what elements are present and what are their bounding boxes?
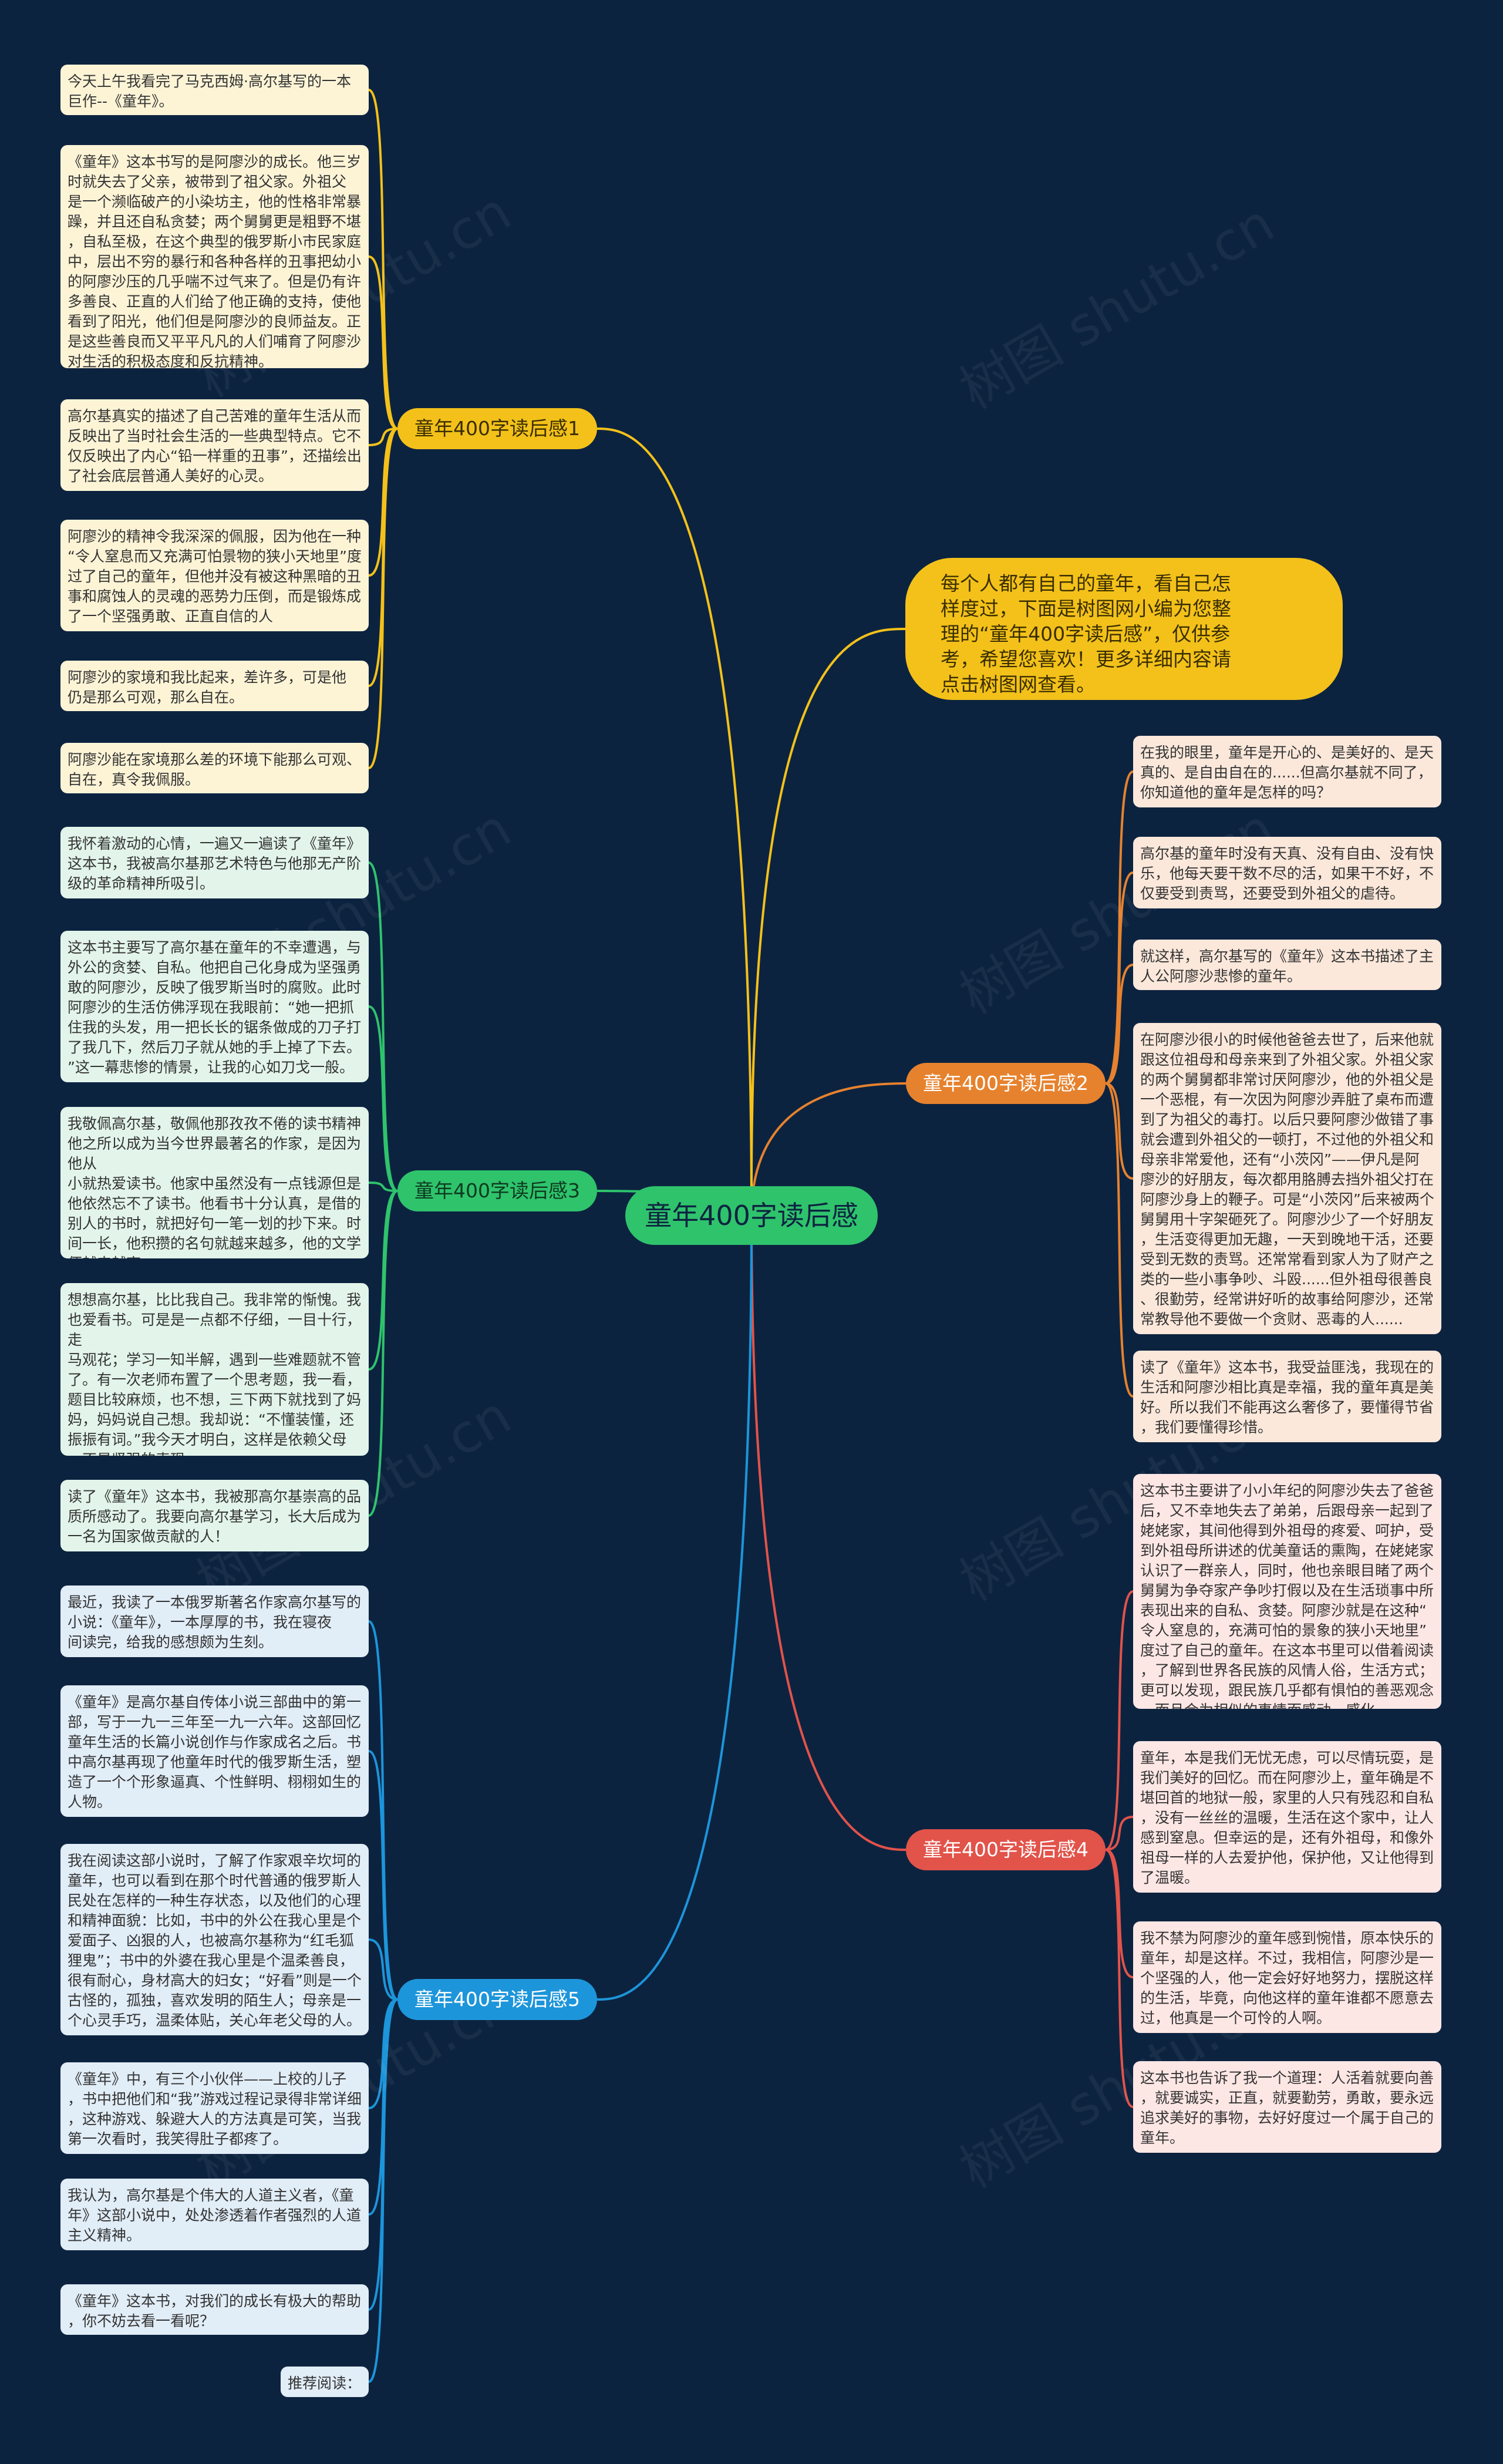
- note-connector: [368, 1190, 398, 1517]
- branch-5-note[interactable]: 我在阅读这部小说时，了解了作家艰辛坎坷的 童年，也可以看到在那个时代普通的俄罗斯…: [60, 1844, 369, 2035]
- branch-5-note[interactable]: 《童年》是高尔基自传体小说三部曲中的第一 部，写于一九一三年至一九一六年。这部回…: [60, 1685, 369, 1817]
- note-connector: [368, 428, 398, 769]
- branch-3-note[interactable]: 这本书主要写了高尔基在童年的不幸遭遇，与 外公的贪婪、自私。他把自己化身成为坚强…: [60, 931, 369, 1082]
- branch-2-note[interactable]: 就这样，高尔基写的《童年》这本书描述了主 人公阿廖沙悲惨的童年。: [1133, 940, 1441, 990]
- intro-bubble[interactable]: 每个人都有自己的童年，看自己怎 样度过，下面是树图网小编为您整 理的“童年400…: [905, 558, 1343, 700]
- branch-4-note[interactable]: 这本书也告诉了我一个道理：人活着就要向善 ，就要诚实，正直，就要勤劳，勇敢，要永…: [1133, 2061, 1441, 2153]
- note-connector: [368, 1620, 398, 2001]
- branch-3-note[interactable]: 我敬佩高尔基，敬佩他那孜孜不倦的读书精神 他之所以成为当今世界最著名的作家，是因…: [60, 1107, 369, 1258]
- note-connector: [368, 428, 398, 446]
- branch-5-note[interactable]: 最近，我读了一本俄罗斯著名作家高尔基写的 小说：《童年》，一本厚厚的书，我在寝夜…: [60, 1586, 369, 1657]
- branch-3-label[interactable]: 童年400字读后感3: [397, 1170, 597, 1211]
- branch-1-label[interactable]: 童年400字读后感1: [397, 408, 597, 449]
- note-connector: [1105, 1082, 1134, 1180]
- branch-1-note[interactable]: 阿廖沙的精神令我深深的佩服，因为他在一种 “令人窒息而又充满可怕景物的狭小天地里…: [60, 520, 369, 631]
- branch-5-note[interactable]: 我认为，高尔基是个伟大的人道主义者，《童 年》这部小说中，处处渗透着作者强烈的人…: [60, 2179, 369, 2250]
- branch-5-note[interactable]: 推荐阅读：: [281, 2367, 369, 2397]
- note-connector: [368, 1190, 398, 1371]
- note-connector: [1105, 1816, 1134, 1851]
- branch-3-note[interactable]: 想想高尔基，比比我自己。我非常的惭愧。我 也爱看书。可是是一点都不仔细，一目十行…: [60, 1283, 369, 1456]
- branch-5-note[interactable]: 《童年》这本书，对我们的成长有极大的帮助 ，你不妨去看一看呢？: [60, 2284, 369, 2335]
- note-connector: [368, 1938, 398, 2001]
- note-connector: [368, 1181, 398, 1192]
- branch-1-note[interactable]: 阿廖沙能在家境那么差的环境下能那么可观、 自在，真令我佩服。: [60, 743, 369, 793]
- note-connector: [368, 1005, 398, 1192]
- branch-2-note[interactable]: 读了《童年》这本书，我受益匪浅，我现在的 生活和阿廖沙相比真是幸福，我的童年真是…: [1133, 1351, 1441, 1442]
- branch-1-note[interactable]: 高尔基真实的描述了自己苦难的童年生活从而 反映出了当时社会生活的一些典型特点。它…: [60, 399, 369, 491]
- branch-2-label[interactable]: 童年400字读后感2: [906, 1063, 1106, 1104]
- note-connector: [1105, 1082, 1134, 1398]
- branch-3-note[interactable]: 我怀着激动的心情，一遍又一遍读了《童年》 这本书，我被高尔基那艺术特色与他那无产…: [60, 827, 369, 898]
- branch-5-connector: [597, 1215, 753, 2001]
- note-connector: [1105, 964, 1134, 1085]
- note-connector: [368, 1750, 398, 2001]
- intro-connector: [750, 628, 906, 1187]
- branch-2-connector: [750, 1082, 906, 1216]
- branch-1-note[interactable]: 今天上午我看完了马克西姆·高尔基写的一本 巨作--《童年》。: [60, 65, 369, 115]
- note-connector: [1105, 1849, 1134, 2108]
- branch-4-label[interactable]: 童年400字读后感4: [906, 1829, 1106, 1870]
- note-connector: [1105, 1849, 1134, 1978]
- note-connector: [368, 1998, 398, 2109]
- note-connector: [1105, 871, 1134, 1085]
- note-connector: [1105, 1590, 1134, 1851]
- note-connector: [368, 1998, 398, 2383]
- branch-2-note[interactable]: 在我的眼里，童年是开心的、是美好的、是天 真的、是自由自在的......但高尔基…: [1133, 736, 1441, 807]
- branch-2-note[interactable]: 在阿廖沙很小的时候他爸爸去世了，后来他就 跟这位祖母和母亲来到了外祖父家。外祖父…: [1133, 1023, 1441, 1334]
- branch-2-note[interactable]: 高尔基的童年时没有天真、没有自由、没有快 乐，他每天要干数不尽的活，如果干不好，…: [1133, 837, 1441, 908]
- note-connector: [368, 89, 398, 430]
- branch-4-note[interactable]: 这本书主要讲了小小年纪的阿廖沙失去了爸爸 后，又不幸地失去了弟弟，后跟母亲一起到…: [1133, 1474, 1441, 1709]
- note-connector: [368, 428, 398, 577]
- branch-3-note[interactable]: 读了《童年》这本书，我被那高尔基崇高的品 质所感动了。我要向高尔基学习，长大后成…: [60, 1480, 369, 1551]
- note-connector: [1105, 770, 1134, 1085]
- branch-4-note[interactable]: 我不禁为阿廖沙的童年感到惋惜，原本快乐的 童年，却是这样。不过，我相信，阿廖沙是…: [1133, 1921, 1441, 2033]
- note-connector: [368, 255, 398, 430]
- branch-5-label[interactable]: 童年400字读后感5: [397, 1979, 597, 2020]
- central-topic[interactable]: 童年400字读后感: [625, 1186, 878, 1245]
- branch-4-connector: [750, 1215, 906, 1851]
- branch-1-note[interactable]: 阿廖沙的家境和我比起来，差许多，可是他 仍是那么可观，那么自在。: [60, 661, 369, 711]
- branch-5-note[interactable]: 《童年》中，有三个小伙伴——上校的儿子 ，书中把他们和“我”游戏过程记录得非常详…: [60, 2062, 369, 2154]
- branch-1-note[interactable]: 《童年》这本书写的是阿廖沙的成长。他三岁 时就失去了父亲，被带到了祖父家。外祖父…: [60, 145, 369, 368]
- branch-1-connector: [597, 428, 753, 1216]
- note-connector: [368, 861, 398, 1192]
- branch-4-note[interactable]: 童年，本是我们无忧无虑，可以尽情玩耍，是 我们美好的回忆。而在阿廖沙上，童年确是…: [1133, 1741, 1441, 1893]
